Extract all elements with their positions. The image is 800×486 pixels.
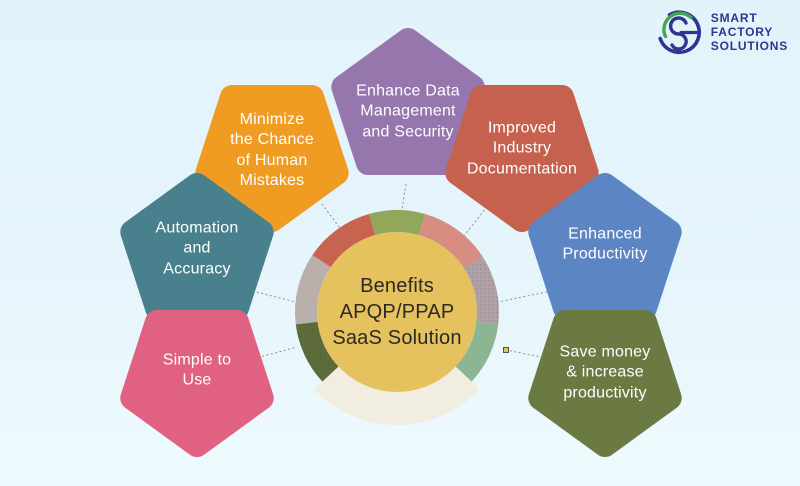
connector-line-0 [400,183,407,217]
connector-marker [503,347,509,353]
connector-line-5 [248,346,298,361]
center-ring [294,210,499,425]
center-circle [317,232,477,392]
pentagon-enhanced-productivity [528,173,682,320]
benefit-pentagons [120,28,682,457]
pentagon-label-simple-to-use: Simple to Use [162,351,232,389]
pentagon-simple-to-use [120,310,274,457]
pentagon-minimize-human-mistakes [195,85,349,232]
ring-terracotta [312,213,375,268]
pentagon-enhance-data-management [331,28,485,175]
connector-line-6 [505,349,557,361]
pentagon-improved-documentation [445,85,599,232]
ring-gray [294,254,331,325]
logo-line-solutions: SOLUTIONS [710,39,788,54]
pentagon-save-money [528,310,682,457]
connector-line-4 [497,289,557,303]
pentagon-label-enhanced-productivity: Enhanced Productivity [562,225,648,263]
logo: SMART FACTORY SOLUTIONS [655,8,788,56]
pentagon-label-save-money: Save money & increase productivity [559,343,651,402]
ring-salmon [419,213,483,269]
pentagon-label-automation-accuracy: Automation and Accuracy [155,219,239,278]
logo-line-smart: SMART [710,10,758,25]
ring-cream [314,366,480,425]
logo-icon [658,10,701,55]
center-disc [317,232,477,392]
logo-line-factory: FACTORY [710,24,774,39]
connector-line-3 [247,289,297,303]
ring-mauve-texture [464,256,499,325]
pentagon-automation-accuracy [120,173,274,320]
diagram-title: Benefits APQP/PPAP SaaS Solution [332,275,462,349]
ring-olive-texture [295,321,339,382]
pentagon-label-enhance-data-management: Enhance Data Management and Security [356,82,460,141]
ring-sage [455,321,499,382]
ring-green [368,210,426,236]
pentagon-label-improved-documentation: Improved Industry Documentation [466,119,578,178]
pentagon-label-minimize-human-mistakes: Minimize the Chance of Human Mistakes [230,111,314,190]
logo-text: SMART FACTORY SOLUTIONS [711,11,788,53]
